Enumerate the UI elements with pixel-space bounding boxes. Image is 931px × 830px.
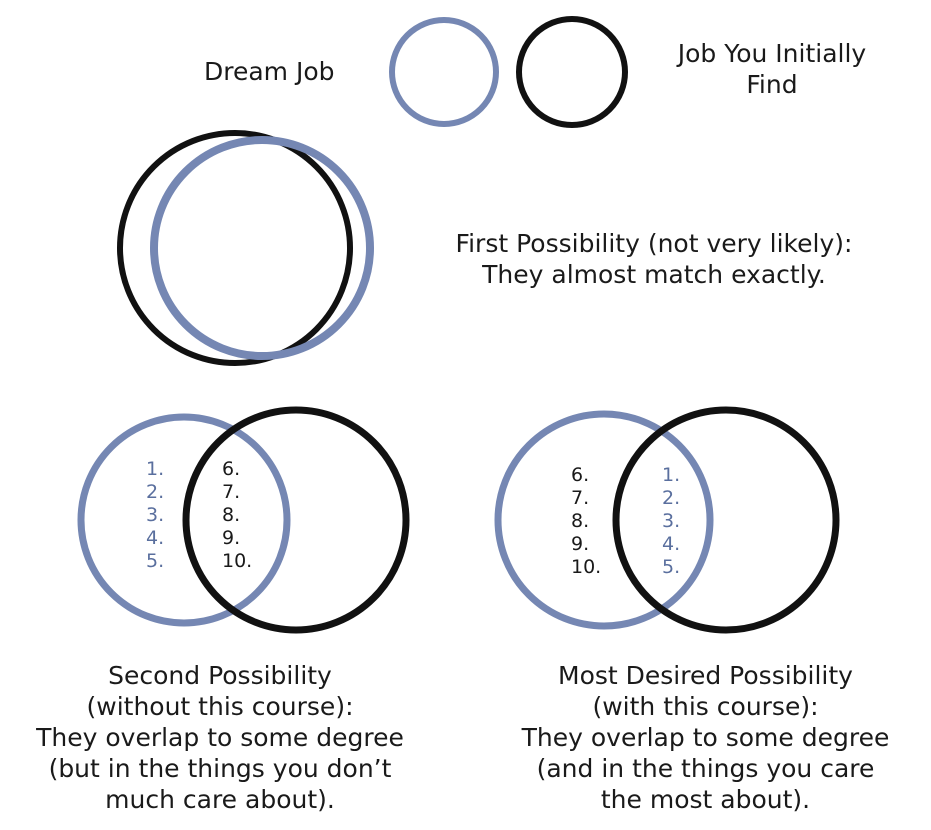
second-dream-only-list: 1. 2. 3. 4. 5.	[146, 458, 164, 573]
first-initial-job-circle	[117, 130, 353, 366]
dream-job-label: Dream Job	[204, 57, 335, 86]
desired-overlap-list: 1. 2. 3. 4. 5.	[662, 464, 680, 579]
list-item: 4.	[662, 533, 681, 555]
list-item: 6.	[571, 464, 590, 486]
caption-line: much care about).	[105, 785, 335, 814]
desired-dream-only-list: 6. 7. 8. 9. 10.	[571, 464, 601, 579]
list-item: 7.	[571, 487, 590, 509]
second-dream-job-circle	[77, 413, 291, 627]
list-item: 2.	[662, 487, 681, 509]
second-possibility-caption: Second Possibility (without this course)…	[0, 660, 440, 815]
first-possibility-title: First Possibility (not very likely):	[455, 229, 853, 258]
caption-line: (without this course):	[86, 692, 354, 721]
list-item: 4.	[146, 527, 165, 549]
second-overlap-list: 6. 7. 8. 9. 10.	[222, 458, 252, 573]
initial-job-label: Job You Initially Find	[652, 38, 892, 100]
initial-job-label-line2: Find	[746, 70, 798, 99]
list-item: 1.	[662, 464, 681, 486]
legend-initial-job-circle	[516, 16, 628, 128]
list-item: 3.	[662, 510, 681, 532]
list-item: 8.	[571, 510, 590, 532]
list-item: 9.	[571, 533, 590, 555]
caption-line: (but in the things you don’t	[48, 754, 392, 783]
first-possibility-label: First Possibility (not very likely): The…	[404, 228, 904, 290]
list-item: 10.	[571, 556, 602, 578]
list-item: 9.	[222, 527, 241, 549]
first-possibility-description: They almost match exactly.	[482, 260, 826, 289]
legend-dream-job-circle	[389, 17, 499, 127]
list-item: 2.	[146, 481, 165, 503]
caption-line: (and in the things you care	[536, 754, 875, 783]
caption-line: the most about).	[600, 785, 811, 814]
most-desired-possibility-caption: Most Desired Possibility (with this cour…	[480, 660, 931, 815]
caption-line: They overlap to some degree	[36, 723, 404, 752]
caption-line: Second Possibility	[108, 661, 332, 690]
list-item: 8.	[222, 504, 241, 526]
desired-initial-job-circle	[612, 406, 840, 634]
second-initial-job-circle	[182, 406, 410, 634]
first-dream-job-circle	[150, 136, 374, 360]
list-item: 5.	[146, 550, 165, 572]
initial-job-label-line1: Job You Initially	[677, 39, 867, 68]
caption-line: Most Desired Possibility	[558, 661, 853, 690]
list-item: 10.	[222, 550, 253, 572]
list-item: 1.	[146, 458, 165, 480]
list-item: 5.	[662, 556, 681, 578]
caption-line: They overlap to some degree	[521, 723, 890, 752]
list-item: 6.	[222, 458, 241, 480]
list-item: 3.	[146, 504, 165, 526]
list-item: 7.	[222, 481, 241, 503]
desired-dream-job-circle	[494, 410, 714, 630]
caption-line: (with this course):	[592, 692, 819, 721]
